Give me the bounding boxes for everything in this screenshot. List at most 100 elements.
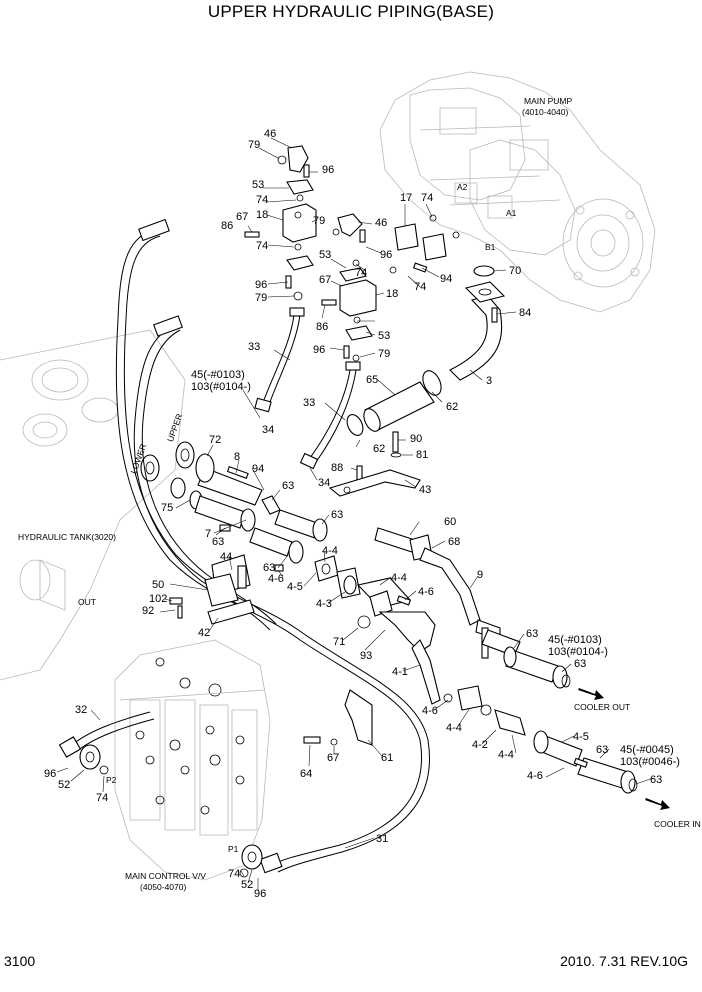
callout: 52 — [58, 779, 70, 791]
port-a2-label: A2 — [457, 182, 468, 192]
callout: 4-6 — [422, 705, 438, 717]
callout: 17 — [400, 192, 412, 204]
callout: 53 — [319, 249, 331, 261]
callout: 52 — [241, 879, 253, 891]
callout: 4-1 — [392, 666, 408, 678]
callout: 96 — [254, 888, 266, 900]
callout: 42 — [198, 627, 210, 639]
callout: 103(#0104-) — [548, 646, 608, 658]
callout: 94 — [252, 463, 264, 475]
callout: 32 — [75, 704, 87, 716]
callout: 93 — [360, 650, 372, 662]
callout: 67 — [236, 211, 248, 223]
callout: 74 — [421, 192, 433, 204]
callout: 62 — [373, 443, 385, 455]
callout: 74 — [256, 194, 268, 206]
upper-fittings — [244, 145, 495, 362]
callout: 79 — [313, 215, 325, 227]
callout: 86 — [316, 321, 328, 333]
main-pump-code: (4010-4040) — [522, 107, 568, 117]
callout: 96 — [380, 249, 392, 261]
callout: 67 — [319, 274, 331, 286]
callout: 70 — [509, 265, 521, 277]
callout: 3 — [486, 375, 492, 387]
callout: 94 — [440, 273, 452, 285]
callout: 33 — [303, 397, 315, 409]
revision-date: 2010. 7.31 REV.10G — [560, 953, 688, 969]
callout: 4-2 — [472, 739, 488, 751]
callout: 45(-#0103) — [548, 634, 602, 646]
callout: 79 — [378, 348, 390, 360]
port-b1-label: B1 — [485, 242, 496, 252]
callout: 63 — [526, 628, 538, 640]
callout: 63 — [574, 658, 586, 670]
callout: 63 — [650, 774, 662, 786]
callout: 74 — [228, 868, 240, 880]
callout: 44 — [220, 551, 232, 563]
port-p2-label: P2 — [106, 775, 117, 785]
main-pump — [379, 71, 656, 313]
callout: 103(#0046-) — [620, 756, 680, 768]
callout: 96 — [313, 344, 325, 356]
callout: 63 — [263, 562, 275, 574]
callout: 74 — [414, 281, 426, 293]
callout: 53 — [252, 179, 264, 191]
callout: 60 — [444, 516, 456, 528]
callout: 81 — [416, 449, 428, 461]
callout: 75 — [161, 502, 173, 514]
callout: 72 — [209, 434, 221, 446]
callout: 4-4 — [391, 572, 407, 584]
leader-lines — [56, 137, 654, 891]
callout-numbers: 46 79 96 53 74 18 86 67 79 46 17 74 74 9… — [44, 128, 680, 900]
callout: 103(#0104-) — [191, 381, 251, 393]
callout: 45(-#0103) — [191, 369, 245, 381]
callout: 63 — [212, 536, 224, 548]
callout: 46 — [375, 217, 387, 229]
callout: 4-5 — [573, 731, 589, 743]
callout: 74 — [96, 792, 108, 804]
callout: 79 — [248, 139, 260, 151]
cooler-out-label: COOLER OUT — [574, 702, 630, 712]
callout: 90 — [410, 433, 422, 445]
page-title: UPPER HYDRAULIC PIPING(BASE) — [207, 2, 495, 21]
callout: 4-3 — [316, 598, 332, 610]
callout: 62 — [446, 401, 458, 413]
callout: 34 — [262, 424, 274, 436]
callout: 4-6 — [268, 573, 284, 585]
callout: 4-5 — [287, 581, 303, 593]
callout: 8 — [234, 451, 240, 463]
callout: 46 — [264, 128, 276, 140]
callout: 43 — [419, 484, 431, 496]
callout: 96 — [322, 164, 334, 176]
callout: 31 — [376, 833, 388, 845]
hydraulic-tank-label: HYDRAULIC TANK(3020) — [18, 532, 116, 542]
callout: 92 — [142, 605, 154, 617]
callout: 67 — [327, 752, 339, 764]
main-control-valve-code: (4050-4070) — [140, 882, 186, 892]
out-label: OUT — [78, 597, 96, 607]
callout: 79 — [255, 292, 267, 304]
callout: 4-6 — [527, 770, 543, 782]
hydraulic-tank — [0, 329, 186, 681]
callout: 102 — [149, 593, 167, 605]
cooler-in-label: COOLER IN — [654, 819, 701, 829]
callout: 34 — [318, 477, 330, 489]
callout: 88 — [331, 462, 343, 474]
callout: 96 — [255, 279, 267, 291]
callout: 50 — [152, 579, 164, 591]
main-pump-label: MAIN PUMP — [524, 96, 573, 106]
callout: 61 — [381, 752, 393, 764]
callout: 64 — [300, 768, 312, 780]
callout: 33 — [248, 341, 260, 353]
callout: 63 — [331, 509, 343, 521]
callout: 7 — [205, 528, 211, 540]
callout: 74 — [355, 267, 367, 279]
tank-upper-label: UPPER — [165, 412, 184, 443]
callout: 18 — [386, 288, 398, 300]
callout: 63 — [282, 480, 294, 492]
page-number: 3100 — [4, 953, 36, 969]
callout: 96 — [44, 768, 56, 780]
callout: 65 — [366, 374, 378, 386]
